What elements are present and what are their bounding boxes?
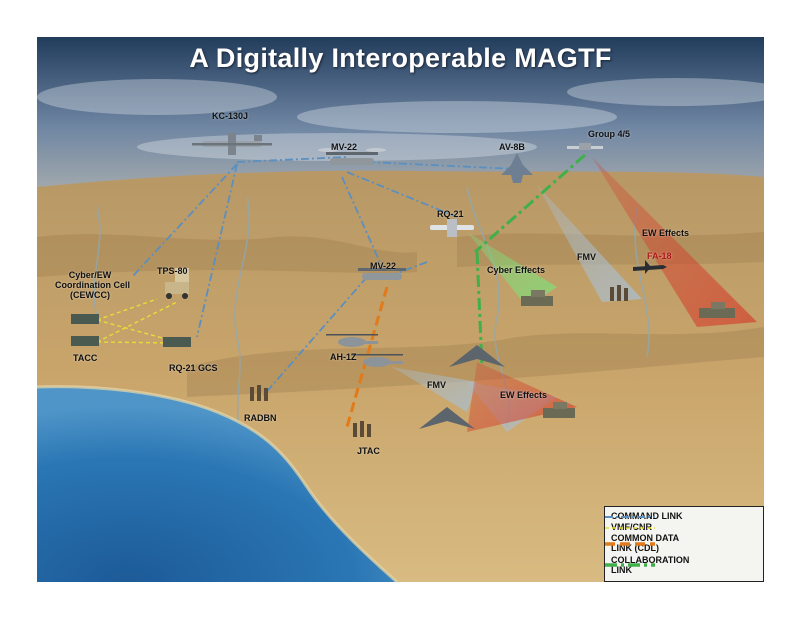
legend-cdl-label: COMMON DATA LINK (CDL) [611,533,680,553]
drone-icon [567,143,603,150]
label-fa18: FA-18 [647,251,672,261]
legend-cdl-line1: COMMON DATA [611,533,680,543]
label-fmv-right: FMV [577,252,596,262]
label-tacc: TACC [73,353,98,363]
helicopter-icon [326,334,378,347]
tank-icon [699,302,735,318]
collaboration-links [474,153,586,368]
label-rq21: RQ-21 [437,209,464,219]
label-mv22-mid: MV-22 [370,261,397,271]
label-ew-effects-lower: EW Effects [500,390,548,400]
tank-icon [543,402,575,418]
legend-cdl-line2: LINK (CDL) [611,542,659,553]
label-rq21-gcs: RQ-21 GCS [169,363,218,373]
label-cewcc-line1: Cyber/EW [68,270,112,280]
label-kc130j: KC-130J [212,111,249,121]
terrain-shading [37,232,764,397]
legend-collab-line2: LINK [611,564,632,575]
label-ah1z: AH-1Z [330,352,357,362]
legend-collab-label: COLLABORATION LINK [611,555,690,575]
diagram-scene: A Digitally Interoperable MAGTF KC-130J … [37,37,764,582]
diagram-title: A Digitally Interoperable MAGTF [189,43,612,73]
label-radbn: RADBN [244,413,277,423]
clouds [37,78,764,161]
cdl-links [345,286,389,428]
label-cewcc-line2: Coordination Cell [55,280,130,290]
jet-icon [501,153,533,183]
label-group45: Group 4/5 [588,129,631,139]
tiltrotor-icon [358,268,406,280]
label-fmv-lower: FMV [427,380,446,390]
legend-collab-line [605,563,655,567]
legend-command-link-line [605,516,655,518]
tiltrotor-icon [318,148,386,165]
jet-icon [633,260,667,274]
label-cewcc: Cyber/EW Coordination Cell (CEWCC) [55,270,130,300]
stealth-drone-icon [449,345,505,367]
tank-icon [521,290,553,306]
vehicle-icon [71,314,99,324]
label-tps80: TPS-80 [157,266,188,276]
stealth-drone-icon [419,407,475,429]
fmv-beam-av8b [537,185,642,302]
ew-beam-lower [467,362,577,432]
legend-vmf-cnr-line [605,527,655,529]
label-mv22-top: MV-22 [331,142,358,152]
legend: COMMAND LINK VMF/CNR COMMON DATA LINK (C… [604,506,764,582]
radar-icon [165,268,189,299]
ew-beam-group45 [592,157,757,327]
label-av8b: AV-8B [499,142,525,152]
vehicle-icon [163,337,191,347]
legend-cdl-line [605,542,655,546]
sea [37,386,397,582]
soldiers-icon [250,285,628,437]
legend-collab-line1: COLLABORATION [611,555,690,565]
scene-graphic [37,37,764,582]
fmv-beam-ah1z [392,367,477,412]
label-jtac: JTAC [357,446,380,456]
aircraft-icon [192,133,272,155]
legend-command-link-label: COMMAND LINK [611,511,683,521]
label-ew-effects-upper: EW Effects [642,228,690,238]
cyber-beam-rq21 [467,232,557,307]
vehicle-icon [71,336,99,346]
label-cyber-effects: Cyber Effects [487,265,546,275]
legend-vmf-cnr-label: VMF/CNR [611,522,652,532]
drone-icon [430,219,474,237]
helicopter-icon [351,354,403,367]
label-cewcc-line3: (CEWCC) [70,290,110,300]
